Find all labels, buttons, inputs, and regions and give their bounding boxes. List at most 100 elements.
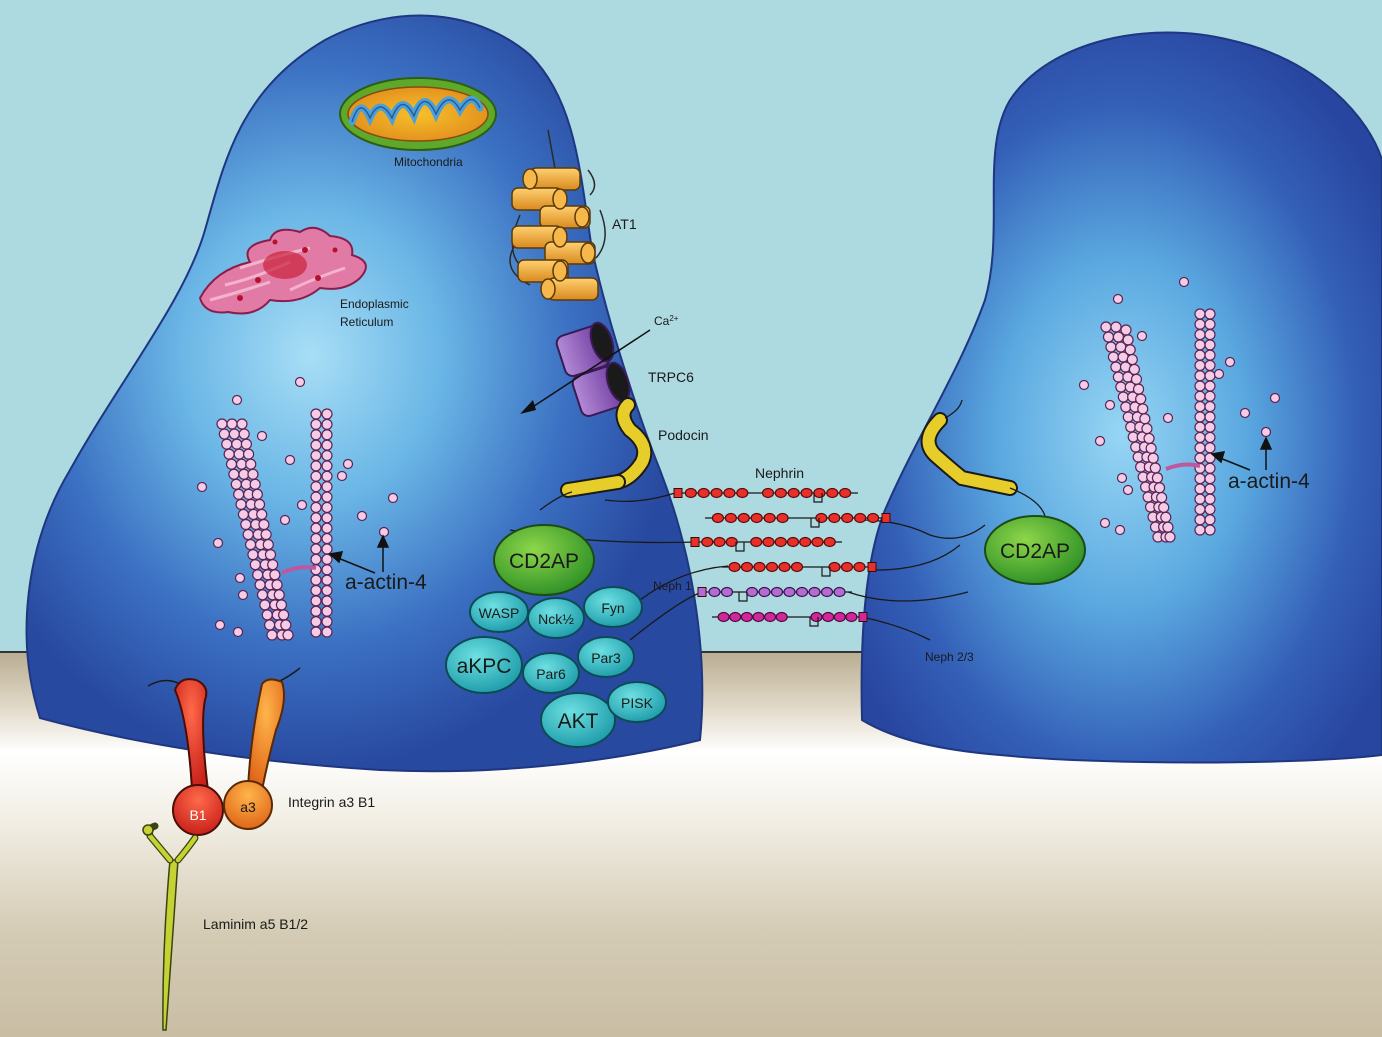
actin-bead	[1204, 349, 1216, 361]
actin-monomer	[1162, 412, 1174, 424]
actin-bead	[259, 599, 271, 611]
actin-bead	[1110, 321, 1122, 333]
ig-domain	[710, 487, 723, 499]
podocin-icon-left	[560, 397, 653, 498]
actin-bead	[1194, 359, 1206, 372]
actin-bead	[266, 629, 278, 641]
actin-bead	[1194, 370, 1206, 382]
actin-bead	[1194, 431, 1206, 444]
actin-bead	[321, 460, 333, 472]
actin-monomer	[279, 514, 291, 526]
actin-bead	[242, 528, 254, 541]
actin-bead	[273, 589, 285, 601]
actin-monomer	[1260, 426, 1272, 438]
actin-left-label: a-actin-4	[345, 571, 427, 594]
actin-bead	[253, 498, 266, 510]
actin-bead	[1145, 442, 1157, 454]
actin-bead	[310, 532, 322, 545]
ig-domain	[811, 536, 824, 548]
actin-monomer	[1104, 399, 1116, 411]
ig-domain	[763, 512, 776, 524]
pisk-node	[607, 681, 667, 723]
actin-bead	[1204, 308, 1216, 320]
actin-bead	[280, 619, 292, 631]
actin-bead	[1153, 482, 1166, 494]
actin-bead	[310, 522, 322, 534]
ig-domain	[740, 611, 753, 623]
fyn-label: Fyn	[601, 600, 624, 616]
actin-bead	[1194, 349, 1206, 361]
actin-bead	[1162, 521, 1174, 533]
actin-monomer	[342, 458, 354, 470]
actin-bead	[321, 616, 333, 628]
actin-monomer	[1122, 484, 1134, 496]
actin-bead	[1141, 422, 1153, 435]
actin-bead	[242, 448, 255, 460]
laminin-label: Laminim a5 B1/2	[203, 916, 308, 932]
mitochondria-icon	[339, 77, 497, 151]
actin-monomer	[336, 470, 348, 482]
actin-bead	[310, 574, 322, 586]
actin-bead	[321, 439, 333, 451]
ig-domain	[736, 487, 749, 499]
actin-bead	[231, 438, 243, 450]
actinin-crosslink	[281, 565, 317, 575]
ig-domain	[737, 512, 750, 524]
actin-bead	[1204, 411, 1216, 423]
chain-terminal	[690, 537, 700, 547]
ig-domain	[729, 611, 742, 623]
adaptor-complex	[445, 586, 667, 748]
actin-bead	[310, 626, 322, 638]
ig-domain	[839, 487, 852, 499]
ig-domain	[763, 611, 777, 623]
actin-bead	[1194, 472, 1206, 485]
ig-domain	[815, 512, 828, 524]
calcium-arrow-head	[520, 400, 536, 414]
ig-domain	[853, 561, 866, 573]
actin-bead	[264, 619, 276, 631]
actin-bead	[1112, 371, 1124, 383]
actin-bead	[264, 549, 277, 561]
actin-monomer	[212, 537, 224, 549]
actin-monomer	[1224, 356, 1236, 368]
a3-label: a3	[240, 799, 256, 815]
actin-bead	[1204, 483, 1216, 495]
actin-bead	[225, 458, 238, 470]
actin-bead	[1194, 514, 1206, 526]
chain-hinge	[738, 592, 748, 602]
ig-domain	[833, 611, 846, 623]
actin-bead	[1120, 401, 1132, 413]
wasp-node	[469, 591, 529, 633]
actin-bead	[1115, 381, 1127, 393]
actin-monomer	[294, 376, 306, 388]
actin-bead	[1204, 380, 1216, 392]
actin-bead	[1204, 328, 1216, 341]
actin-bead	[310, 616, 322, 628]
actin-bead	[310, 595, 322, 607]
actin-monomer	[1094, 435, 1106, 447]
ig-domain	[828, 512, 841, 524]
actin-bead	[1151, 472, 1164, 484]
actin-bead	[1160, 511, 1172, 523]
actin-bead	[310, 418, 322, 430]
actin-monomer	[1114, 524, 1126, 536]
cd2ap-left	[493, 524, 595, 596]
actin-bead	[1204, 503, 1216, 516]
actin-bead	[233, 488, 245, 500]
chain-terminal	[867, 562, 877, 572]
cd2ap-left-label: CD2AP	[509, 550, 579, 573]
actin-bead	[1194, 421, 1206, 433]
ig-domain	[770, 586, 784, 598]
actin-bead	[1194, 483, 1206, 495]
actin-bead	[1204, 431, 1216, 444]
actin-bead	[228, 428, 240, 440]
actin-bead	[1194, 390, 1206, 402]
actin-monomer	[232, 626, 244, 638]
neph23-label: Neph 2/3	[925, 650, 974, 664]
actin-bead	[1105, 341, 1117, 353]
ig-domain	[758, 586, 771, 598]
ig-domain	[750, 512, 763, 524]
actin-bead	[1102, 331, 1115, 343]
actin-bead	[256, 589, 269, 601]
actin-monomer	[387, 492, 399, 504]
